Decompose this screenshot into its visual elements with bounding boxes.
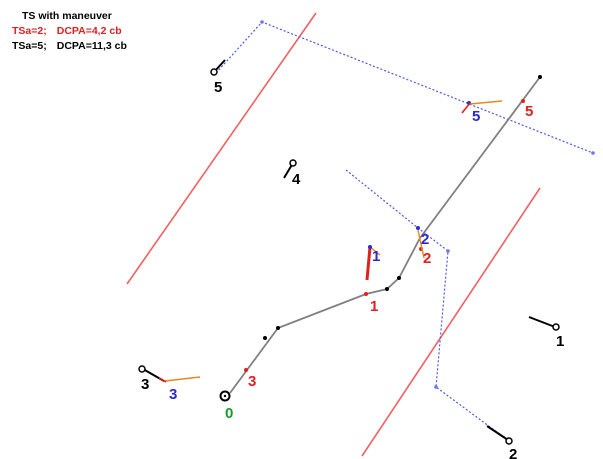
ts-blue-label-5: 5 [472, 108, 480, 125]
own-path-label-1: 1 [370, 298, 378, 315]
ts-blue-label-3: 3 [169, 386, 177, 403]
ts3-vector-orange [164, 376, 201, 382]
legend-title: TS with maneuver [22, 10, 112, 22]
own-ship-marker-center [223, 394, 227, 398]
path-point [276, 326, 280, 330]
own-ship-label: 0 [225, 405, 233, 422]
own-path-label-3: 3 [248, 373, 256, 390]
path-point-red [521, 99, 525, 103]
path-point [263, 336, 267, 340]
own-path-label-2: 2 [423, 250, 431, 267]
target-ship-2 [486, 425, 513, 445]
path-point [397, 276, 401, 280]
own-ship-path [229, 76, 541, 394]
relative-point [591, 151, 595, 155]
path-point-blue [416, 226, 420, 230]
relative-motion-line-2 [345, 169, 510, 442]
ts-start-label-5: 5 [214, 79, 222, 96]
relative-point [446, 249, 450, 253]
legend-row-tsa5: TSa=5; DCPA=11,3 cb [12, 39, 127, 54]
ts-start-label-1: 1 [556, 333, 564, 350]
own-ship-marker [219, 390, 231, 402]
target-ship-5 [210, 59, 226, 76]
target-ship-1 [528, 316, 560, 331]
ts-blue-label-1: 1 [372, 248, 380, 265]
relative-point [434, 385, 438, 389]
ts2-vector-orange [417, 229, 425, 259]
path-point [538, 75, 542, 79]
legend: TS with maneuver TSa=2; DCPA=4,2 cb TSa=5… [12, 9, 127, 54]
ts1-vector-point [368, 245, 372, 249]
relative-motion-line-5 [215, 21, 594, 154]
target-ship-4 [283, 159, 297, 179]
ts-start-label-4: 4 [292, 171, 301, 188]
ts-start-label-3: 3 [141, 376, 149, 393]
legend-row-tsa2: TSa=2; DCPA=4,2 cb [12, 24, 127, 39]
path-point [385, 287, 389, 291]
ts-blue-label-2: 2 [421, 231, 429, 248]
boundary-line-left [126, 12, 317, 285]
path-point-red [364, 292, 368, 296]
ts1-vector-red [365, 246, 372, 281]
legend-dcpa-5: DCPA=11,3 cb [56, 40, 127, 52]
legend-tsa-2: TSa=2; [12, 25, 47, 37]
boundary-line-right [361, 187, 541, 457]
relative-point [260, 20, 264, 24]
ts-start-label-2: 2 [509, 446, 517, 459]
legend-dcpa-2: DCPA=4,2 cb [56, 25, 122, 37]
ts5-vector-orange [469, 100, 503, 105]
path-point-red [244, 368, 248, 372]
ts5-vector-red [461, 102, 471, 114]
ts3-vector-red [158, 377, 167, 383]
ts1-vector-orange [369, 246, 381, 256]
own-path-label-5: 5 [525, 103, 533, 120]
legend-tsa-5: TSa=5; [12, 40, 47, 52]
